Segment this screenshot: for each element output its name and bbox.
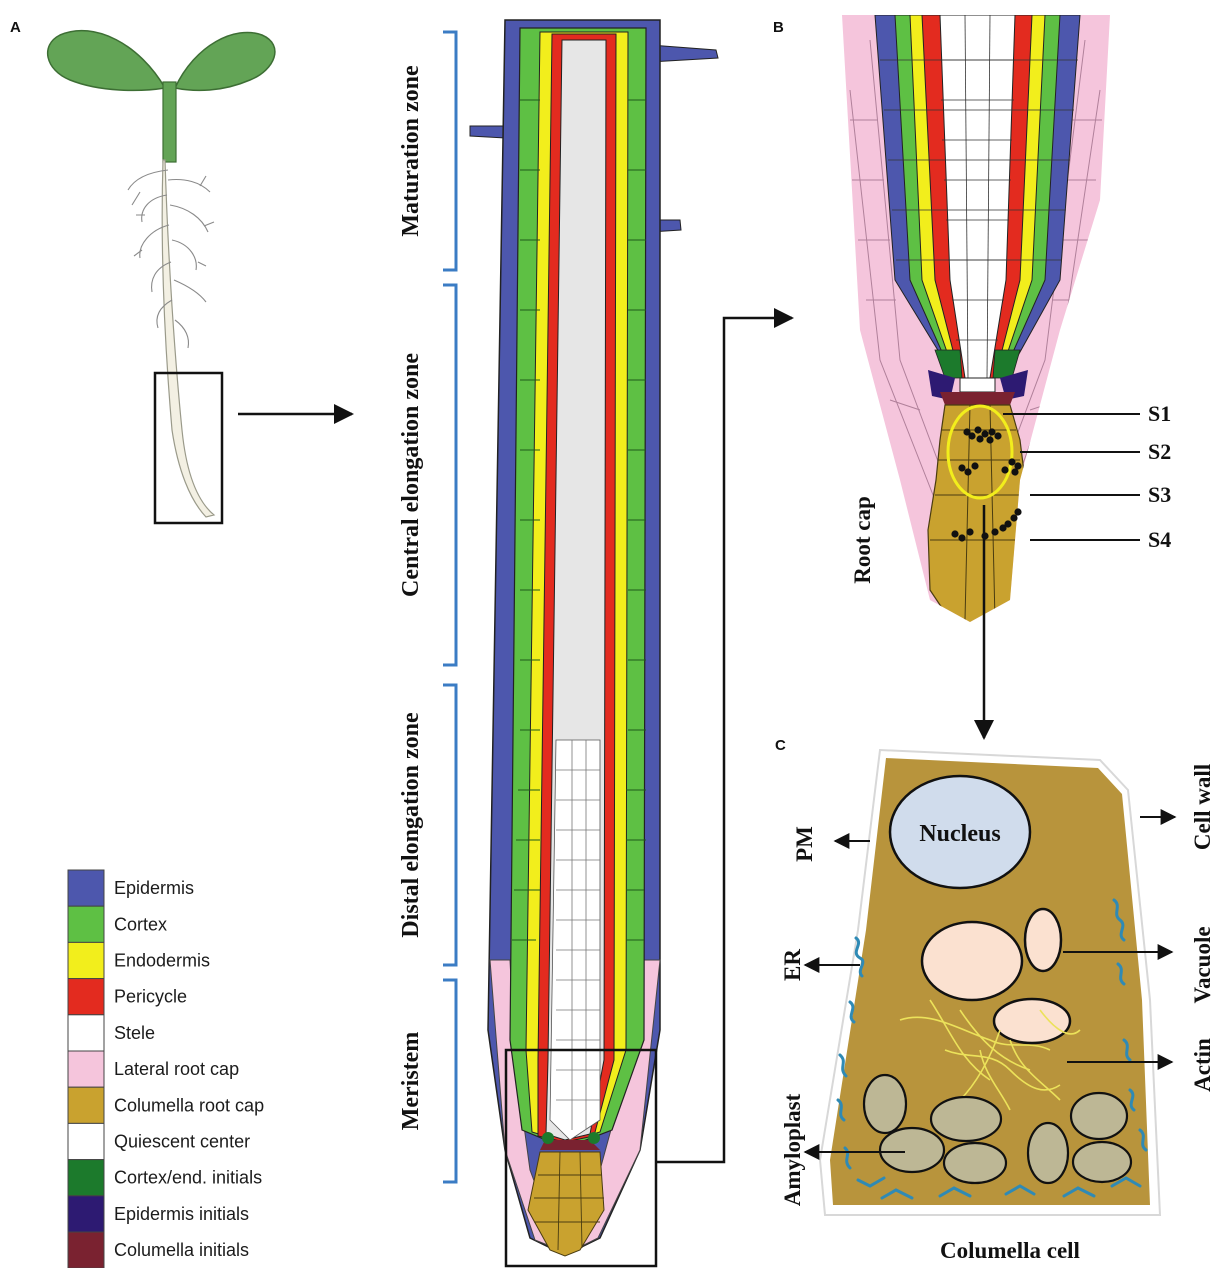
panel-b-letter: B — [773, 19, 784, 36]
statolith-dot — [974, 426, 981, 433]
legend-label: Lateral root cap — [114, 1059, 239, 1079]
legend-swatch — [68, 1123, 104, 1159]
panel-a-letter: A — [10, 19, 21, 36]
vacuole-label: Vacuole — [1190, 926, 1215, 1003]
legend-swatch — [68, 906, 104, 942]
root-tip-detail — [840, 10, 1120, 630]
zone-label-central-elongation: Central elongation zone — [398, 353, 424, 597]
legend-swatch — [68, 870, 104, 906]
legend-label: Endodermis — [114, 951, 210, 971]
statolith-dot — [1008, 458, 1015, 465]
actin-label: Actin — [1190, 1038, 1215, 1092]
seedling-inset-box — [155, 373, 222, 523]
statolith-dot — [958, 464, 965, 471]
legend-label: Cortex — [114, 914, 167, 934]
legend-label: Epidermis — [114, 878, 194, 898]
legend-label: Cortex/end. initials — [114, 1168, 262, 1188]
legend-swatch — [68, 1015, 104, 1051]
statolith-dot — [976, 435, 983, 442]
zone-brackets — [443, 32, 456, 1182]
zone-label-meristem: Meristem — [398, 1032, 424, 1131]
zone-label-maturation: Maturation zone — [398, 65, 424, 237]
statolith-dot — [999, 524, 1006, 531]
legend-swatch — [68, 979, 104, 1015]
zone-label-distal-elongation: Distal elongation zone — [398, 712, 424, 938]
statolith-dot — [1014, 508, 1021, 515]
tissue-legend: EpidermisCortexEndodermisPericycleSteleL… — [68, 870, 264, 1268]
statocyte-layer-s4: S4 — [1148, 527, 1171, 552]
legend-label: Stele — [114, 1023, 155, 1043]
statolith-dot — [964, 468, 971, 475]
legend-label: Columella initials — [114, 1240, 249, 1260]
statolith-dot — [1010, 514, 1017, 521]
statolith-dot — [994, 432, 1001, 439]
legend-swatch — [68, 1232, 104, 1268]
statolith-dot — [951, 530, 958, 537]
statocyte-layer-s3: S3 — [1148, 482, 1171, 507]
statolith-dot — [1011, 468, 1018, 475]
legend-swatch — [68, 942, 104, 978]
seedling-illustration — [48, 31, 275, 517]
legend-label: Columella root cap — [114, 1095, 264, 1115]
amyloplast-label: Amyloplast — [780, 1093, 805, 1206]
statolith-dot — [971, 462, 978, 469]
statolith-dot — [988, 428, 995, 435]
statolith-dot — [968, 432, 975, 439]
columella-cell-title: Columella cell — [940, 1238, 1080, 1263]
statocyte-layer-s2: S2 — [1148, 439, 1171, 464]
columella-cell-illustration — [820, 750, 1160, 1215]
er-label: ER — [780, 949, 805, 981]
legend-swatch — [68, 1160, 104, 1196]
legend-swatch — [68, 1087, 104, 1123]
root-cap-label: Root cap — [850, 496, 875, 584]
legend-label: Epidermis initials — [114, 1204, 249, 1224]
statolith-dot — [958, 534, 965, 541]
legend-label: Pericycle — [114, 987, 187, 1007]
statolith-dot — [991, 528, 998, 535]
pm-label: PM — [792, 826, 817, 862]
panel-c-letter: C — [775, 737, 786, 754]
statolith-dot — [966, 528, 973, 535]
legend-label: Quiescent center — [114, 1132, 250, 1152]
statocyte-layer-s1: S1 — [1148, 401, 1171, 426]
statolith-dot — [1001, 466, 1008, 473]
cell-wall-label: Cell wall — [1190, 764, 1215, 850]
statolith-dot — [986, 436, 993, 443]
legend-swatch — [68, 1196, 104, 1232]
arrow-to-panel-b — [656, 318, 792, 1162]
nucleus-label: Nucleus — [919, 821, 1000, 847]
legend-swatch — [68, 1051, 104, 1087]
